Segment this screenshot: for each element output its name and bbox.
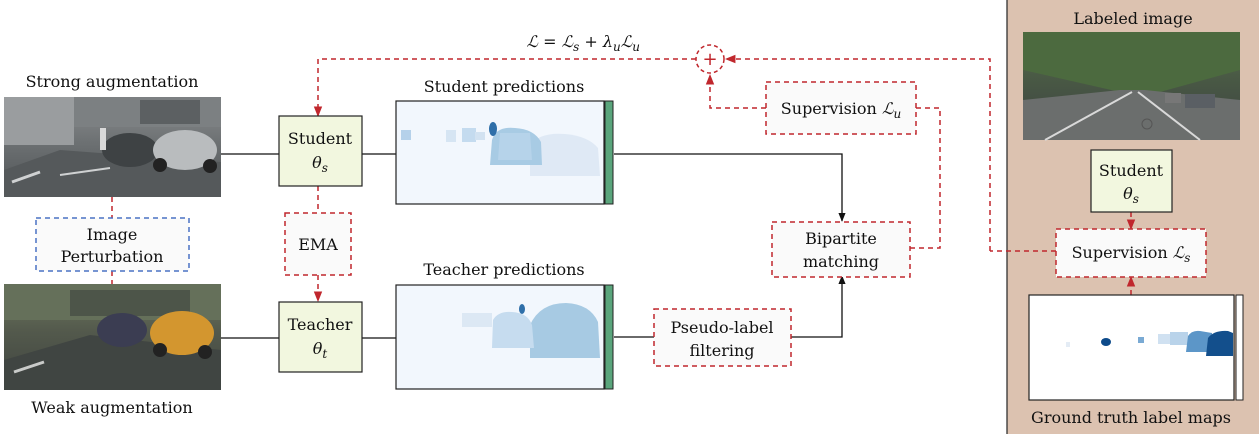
student-predictions-map [395, 100, 605, 205]
supervision-lu-label: Supervision ℒu [781, 99, 901, 121]
right-student-name: Student [1099, 161, 1164, 180]
bipartite-matching-box [771, 221, 911, 278]
right-student-module [1090, 149, 1173, 213]
ground-truth-label: Ground truth label maps [1031, 408, 1231, 427]
teacher-param: θt [313, 339, 328, 361]
pseudo-line1: Pseudo-label [670, 318, 773, 337]
bipartite-line1: Bipartite [805, 229, 877, 248]
perturbation-line2: Perturbation [61, 247, 164, 266]
student-predictions-label: Student predictions [424, 77, 585, 96]
weak-augmentation-label: Weak augmentation [31, 398, 192, 417]
perturbation-line1: Image [87, 225, 138, 244]
student-pred-bar [604, 100, 614, 205]
teacher-predictions-map [395, 284, 605, 390]
teacher-predictions-label: Teacher predictions [423, 260, 584, 279]
red-dashed-connectors [111, 54, 1136, 303]
labeled-image [1023, 32, 1240, 141]
pseudo-line2: filtering [690, 341, 755, 360]
student-name: Student [288, 129, 353, 148]
student-param: θs [312, 153, 328, 175]
supervision-ls-box [1055, 228, 1207, 278]
strong-augmented-image [4, 97, 221, 197]
ground-truth-bar [1235, 294, 1244, 401]
labeled-image-label: Labeled image [1073, 9, 1192, 28]
right-student-param: θs [1123, 184, 1139, 206]
teacher-name: Teacher [288, 315, 353, 334]
supervision-lu-box [765, 81, 917, 135]
ground-truth-map [1028, 294, 1235, 401]
plus-sign: + [702, 49, 717, 70]
bipartite-line2: matching [803, 252, 879, 271]
ema-label: EMA [298, 235, 338, 254]
black-connectors [221, 153, 846, 339]
teacher-pred-bar [604, 284, 614, 390]
ema-box [284, 212, 352, 276]
student-module [278, 115, 363, 187]
image-perturbation-box [35, 217, 190, 272]
teacher-module [278, 301, 363, 373]
loss-formula: ℒ = ℒs + λuℒu [526, 32, 640, 54]
strong-augmentation-label: Strong augmentation [26, 72, 199, 91]
weak-augmented-image [4, 284, 221, 390]
supervision-ls-label: Supervision ℒs [1072, 243, 1191, 265]
pseudo-label-filtering-box [653, 308, 792, 367]
